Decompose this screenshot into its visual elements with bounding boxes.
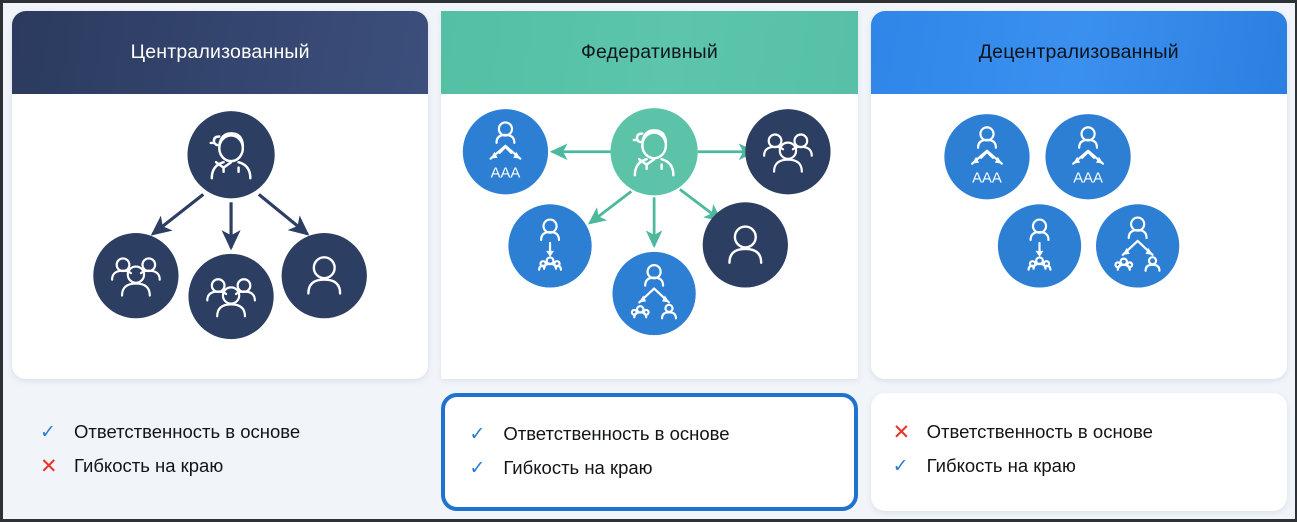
card-decentralized: Децентрализованный — [870, 11, 1287, 379]
card-title-decentralized: Децентрализованный — [978, 41, 1179, 63]
card-header-decentralized: Децентрализованный — [870, 11, 1287, 94]
node-label: AAA — [972, 170, 1002, 186]
node-branch-bottom — [612, 251, 697, 336]
federated-edges — [550, 143, 757, 249]
federated-diagram-svg: AAA — [463, 108, 831, 336]
node-leaf-group-center — [188, 253, 274, 340]
check-icon: ✓ — [469, 423, 486, 445]
decentralized-diagram-svg: AAA — [944, 114, 1179, 288]
bullet-item: ✓ Ответственность в основе — [469, 417, 853, 451]
bullet-label: Ответственность в основе — [74, 421, 301, 442]
node-delegate-lower-left — [508, 204, 592, 288]
node-leaf-person-right — [281, 233, 367, 319]
centralized-diagram-svg — [93, 111, 367, 340]
node-label: AAA — [1073, 170, 1103, 186]
comparison-board: Централизованный — [3, 3, 1295, 519]
bullet-label: Гибкость на краю — [503, 457, 653, 478]
footer-federated: ✓ Ответственность в основе ✓ Гибкость на… — [441, 393, 858, 511]
node-group-right — [745, 109, 831, 195]
node-aaa-left: AAA — [463, 109, 549, 195]
node-aaa-top-left: AAA — [944, 114, 1030, 200]
diagram-centralized — [12, 94, 429, 379]
footer-decentralized: ✕ Ответственность в основе ✓ Гибкость на… — [870, 393, 1287, 511]
cross-icon: ✕ — [892, 420, 911, 444]
card-header-federated: Федеративный — [441, 11, 858, 94]
card-title-centralized: Централизованный — [130, 41, 310, 63]
column-decentralized: Децентрализованный — [870, 11, 1287, 511]
bullet-label: Ответственность в основе — [503, 423, 730, 444]
centralized-edges — [150, 193, 310, 251]
card-federated: Федеративный — [441, 11, 858, 379]
footer-centralized: ✓ Ответственность в основе ✕ Гибкость на… — [12, 393, 428, 511]
bullet-label: Ответственность в основе — [926, 421, 1153, 442]
diagram-decentralized: AAA — [870, 94, 1287, 379]
cross-icon: ✕ — [40, 454, 58, 478]
check-icon: ✓ — [469, 457, 486, 479]
bullet-item: ✕ Ответственность в основе — [893, 415, 1287, 449]
node-leaf-group-left — [93, 233, 179, 319]
card-title-federated: Федеративный — [580, 41, 718, 63]
bullet-item: ✓ Ответственность в основе — [40, 415, 428, 449]
node-root-person-headset — [187, 111, 275, 199]
check-icon: ✓ — [40, 421, 56, 443]
node-person-lower-right — [703, 202, 789, 288]
bullet-item: ✓ Гибкость на краю — [893, 449, 1287, 483]
check-icon: ✓ — [892, 455, 909, 477]
node-aaa-top-right: AAA — [1045, 114, 1131, 200]
bullet-item: ✕ Гибкость на краю — [40, 449, 428, 483]
node-delegate-bottom-left — [997, 204, 1081, 288]
node-branch-bottom-right — [1095, 204, 1179, 288]
bullet-label: Гибкость на краю — [74, 455, 224, 476]
node-hub-person-headset — [610, 108, 699, 196]
card-centralized: Централизованный — [12, 11, 429, 379]
column-federated: Федеративный — [441, 11, 858, 511]
node-label: AAA — [491, 166, 521, 182]
bullet-label: Гибкость на краю — [926, 455, 1076, 476]
card-header-centralized: Централизованный — [12, 11, 429, 94]
column-centralized: Централизованный — [12, 11, 429, 511]
diagram-federated: AAA — [441, 94, 858, 379]
bullet-item: ✓ Гибкость на краю — [469, 451, 853, 485]
